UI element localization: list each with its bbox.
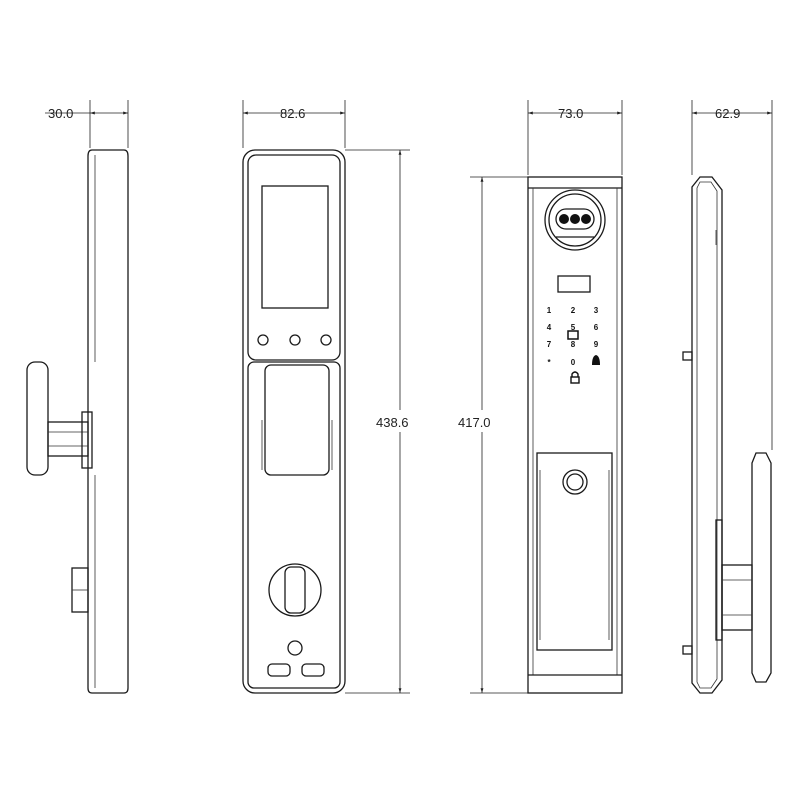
key-8: 8 (571, 340, 576, 349)
key-7: 7 (547, 340, 552, 349)
key-9: 9 (594, 340, 599, 349)
keypad: 1 2 3 4 5 6 7 8 9 * 0 (547, 306, 600, 384)
handle-profile (751, 452, 772, 683)
side-view-left: 30.0 (26, 100, 129, 694)
front-view: 82.6 438.6 (242, 100, 410, 694)
display-screen (261, 185, 329, 309)
bell-icon (592, 355, 600, 365)
camera-module (544, 189, 606, 251)
dimension-label-width: 62.9 (715, 106, 740, 121)
thumb-turn (562, 469, 588, 495)
key-cylinder (268, 563, 322, 617)
dimension-label-height: 417.0 (458, 415, 491, 430)
dimension-label-width: 73.0 (558, 106, 583, 121)
dimension-label-height: 438.6 (376, 415, 409, 430)
back-view: 73.0 417.0 1 2 3 4 5 6 7 8 9 * 0 (458, 100, 623, 694)
key-2: 2 (571, 306, 576, 315)
key-3: 3 (594, 306, 599, 315)
handle-knob (26, 361, 49, 476)
status-window (557, 275, 591, 293)
handle (264, 364, 330, 476)
key-6: 6 (594, 323, 599, 332)
key-1: 1 (547, 306, 552, 315)
key-5: 5 (571, 323, 576, 332)
side-view-right: 62.9 (682, 100, 773, 694)
key-0: 0 (571, 358, 576, 367)
dimension-label-width: 30.0 (48, 106, 73, 121)
lock-icon (570, 371, 580, 384)
dimension-label-width: 82.6 (280, 106, 305, 121)
inner-handle (536, 452, 613, 651)
key-4: 4 (547, 323, 552, 332)
key-star: * (547, 358, 551, 367)
